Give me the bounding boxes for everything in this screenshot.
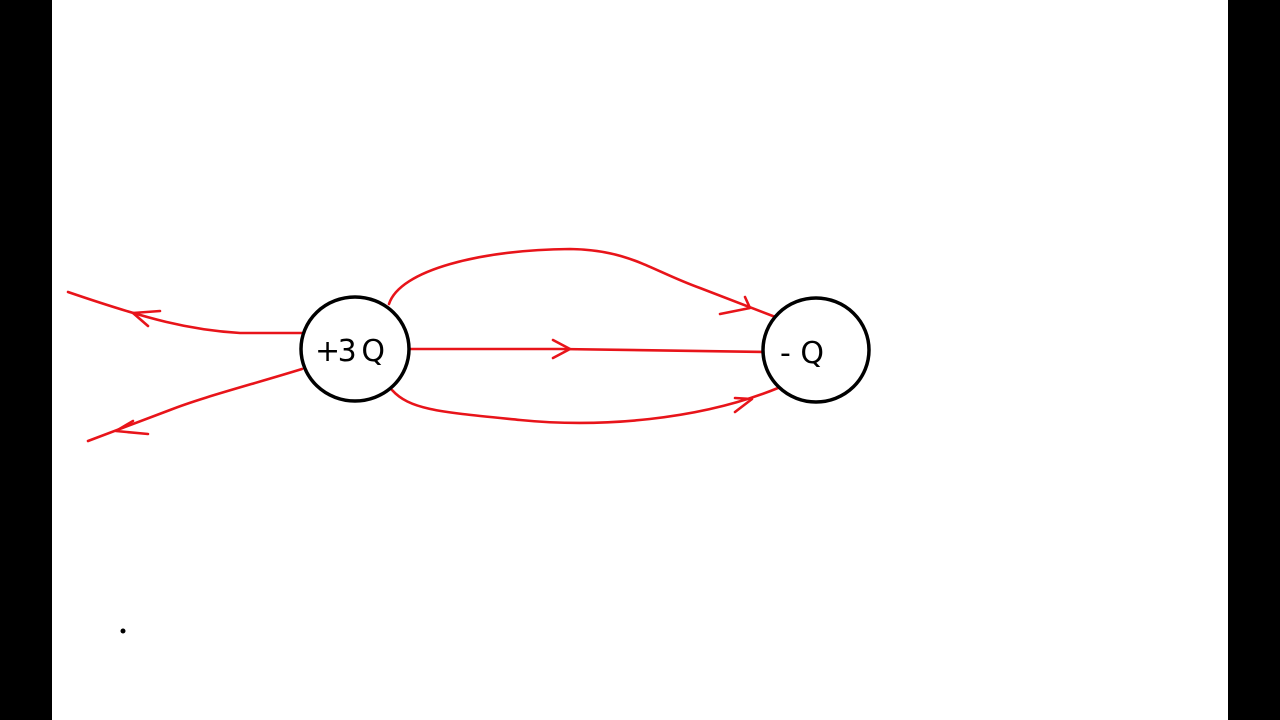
arrow-top	[718, 295, 752, 316]
field-line-middle	[408, 347, 770, 354]
field-line-left-lower	[86, 367, 304, 443]
charge-negative: - Q	[761, 296, 871, 404]
arrow-middle	[551, 338, 572, 360]
arrow-left-upper	[131, 309, 162, 328]
charge-positive-circle	[299, 295, 411, 403]
field-line-bottom	[390, 386, 780, 425]
field-line-top	[387, 247, 780, 320]
field-line-left-upper	[66, 290, 304, 335]
whiteboard-canvas	[52, 0, 1228, 720]
field-lines	[66, 247, 780, 443]
arrow-left-lower	[114, 419, 150, 436]
charge-positive-label: +3 Q	[315, 334, 385, 369]
charge-negative-circle	[761, 296, 871, 404]
stray-dot	[120, 628, 126, 634]
charge-positive: +3 Q	[299, 295, 411, 403]
charge-negative-label: - Q	[780, 336, 824, 371]
arrow-bottom	[733, 396, 754, 414]
